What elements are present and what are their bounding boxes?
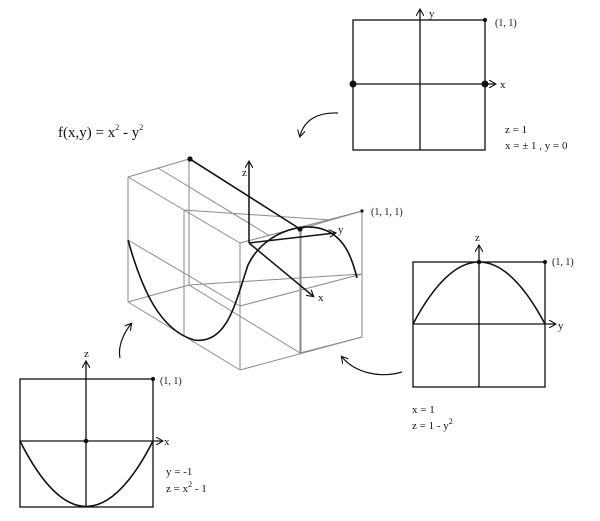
top-panel-point-left <box>349 80 357 88</box>
cube-corner-dot <box>360 209 364 213</box>
right-panel-corner-dot <box>542 259 548 265</box>
top-panel-corner-dot <box>482 17 488 23</box>
top-panel-frame <box>352 19 486 151</box>
top-panel <box>349 10 495 151</box>
bottom-left-panel-x-label: x <box>164 436 170 448</box>
right-panel-z-label: z <box>475 232 480 244</box>
top-panel-pointer-arrow <box>300 112 339 136</box>
right-panel-pointer-arrow <box>342 357 403 376</box>
top-panel-x-label: x <box>500 79 506 91</box>
cube-point-back <box>187 156 193 162</box>
top-panel-caption-1: z = 1 <box>505 124 527 136</box>
right-panel-caption-2: z = 1 - y2 <box>412 417 453 432</box>
cube-y-axis <box>248 233 335 244</box>
bottom-left-panel-caption-1: y = -1 <box>166 466 192 478</box>
cube <box>127 156 364 371</box>
cube-point-front <box>297 226 303 232</box>
bottom-left-panel-parabola <box>19 440 154 508</box>
right-panel-y-label: y <box>558 320 564 332</box>
top-panel-caption-2: x = ± 1 , y = 0 <box>505 140 568 152</box>
cube-corner-label: (1, 1, 1) <box>371 207 403 218</box>
top-panel-corner-label: (1, 1) <box>495 18 517 29</box>
cube-edge-curve <box>189 158 301 230</box>
right-panel-corner-label: (1, 1) <box>552 257 574 268</box>
right-panel-peak-dot <box>476 259 482 265</box>
cube-z-label: z <box>242 167 247 179</box>
bottom-left-panel-pointer-arrow <box>118 324 131 359</box>
cube-x-label: x <box>318 292 324 304</box>
bottom-left-panel <box>19 362 162 508</box>
bottom-left-panel-z-label: z <box>84 348 89 360</box>
right-panel <box>412 246 555 388</box>
cube-y-label: y <box>338 224 344 236</box>
cube-x-axis <box>248 242 313 296</box>
cube-grid-lines <box>127 158 363 371</box>
bottom-left-panel-corner-label: (1, 1) <box>160 376 182 387</box>
right-panel-caption-1: x = 1 <box>412 404 435 416</box>
bottom-left-panel-corner-dot <box>150 376 156 382</box>
bottom-left-panel-origin-dot <box>83 438 89 444</box>
formula-label: f(x,y) = x2 - y2 <box>58 123 143 141</box>
bottom-left-panel-caption-2: z = x2 - 1 <box>166 480 207 495</box>
top-panel-y-label: y <box>429 8 435 20</box>
top-panel-point-right <box>481 80 489 88</box>
